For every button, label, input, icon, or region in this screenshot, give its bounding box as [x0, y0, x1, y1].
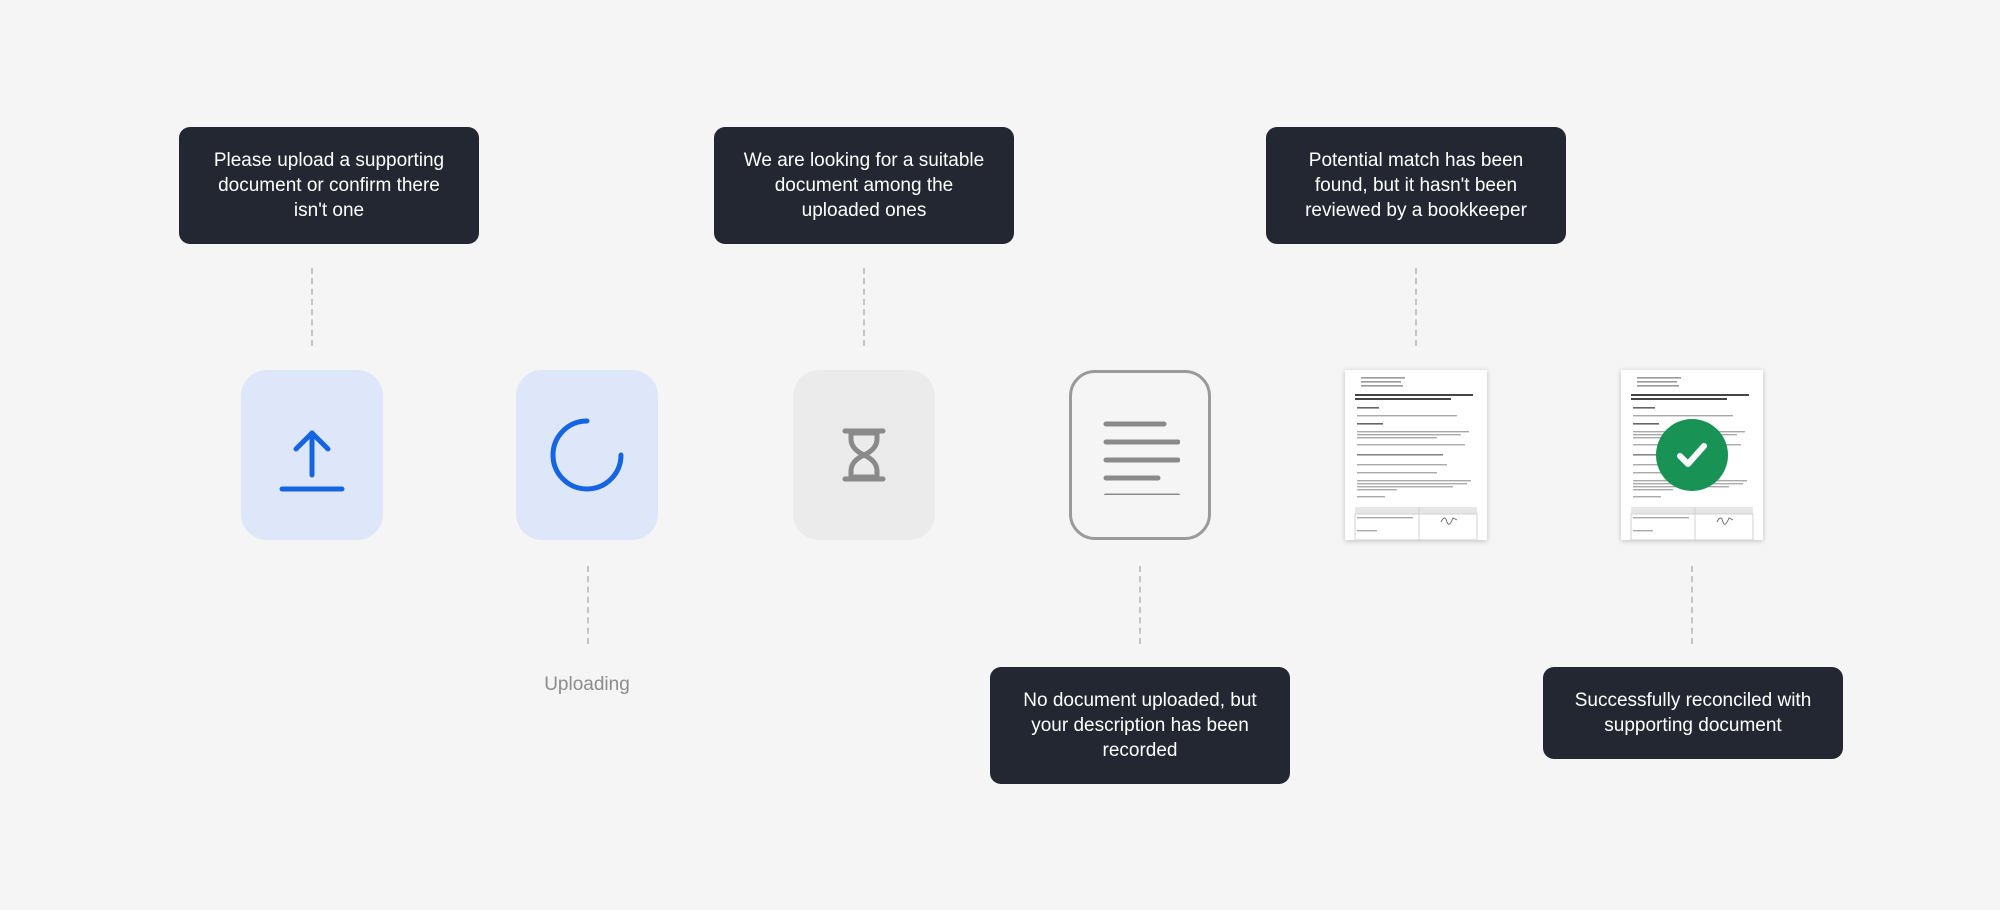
check-mark-icon: [1677, 443, 1707, 467]
loading-spinner-icon: [550, 418, 624, 492]
no-document-connector: [1139, 566, 1141, 644]
upload-prompt-text: Please upload a supporting document or c…: [213, 150, 445, 221]
document-thumbnail: [1354, 377, 1478, 540]
hourglass-icon: [842, 428, 886, 482]
text-lines-icon: [1103, 421, 1180, 495]
upload-connector: [311, 268, 313, 346]
reconciled-connector: [1691, 566, 1693, 644]
check-circle-icon: [1656, 419, 1728, 491]
no-document-callout: No document uploaded, but your descripti…: [990, 667, 1290, 784]
searching-connector: [863, 268, 865, 346]
potential-match-text: Potential match has been found, but it h…: [1305, 150, 1527, 221]
reconciled-callout: Successfully reconciled with supporting …: [1543, 667, 1843, 759]
uploading-label: Uploading: [544, 674, 630, 695]
searching-tile: [793, 370, 935, 540]
matched-document-thumbnail[interactable]: [1345, 370, 1487, 540]
searching-callout: We are looking for a suitable document a…: [714, 127, 1014, 244]
uploading-tile: [516, 370, 658, 540]
potential-match-callout: Potential match has been found, but it h…: [1266, 127, 1566, 244]
upload-arrow-icon: [279, 430, 345, 492]
potential-match-connector: [1415, 268, 1417, 346]
upload-prompt-callout: Please upload a supporting document or c…: [179, 127, 479, 244]
reconciled-text: Successfully reconciled with supporting …: [1574, 690, 1812, 736]
uploading-connector: [587, 566, 589, 644]
upload-tile[interactable]: [241, 370, 383, 540]
no-document-tile: [1069, 370, 1211, 540]
no-document-text: No document uploaded, but your descripti…: [1023, 690, 1257, 761]
searching-text: We are looking for a suitable document a…: [743, 150, 985, 221]
